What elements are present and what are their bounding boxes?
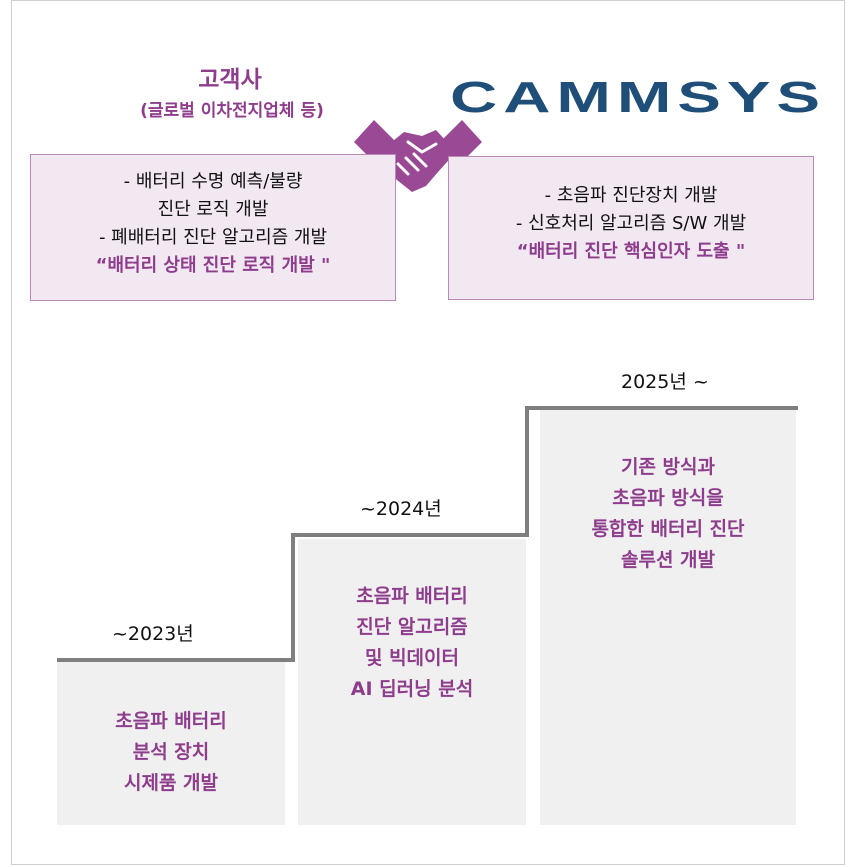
customer-role-line-1: - 배터리 수명 예측/불량: [123, 171, 303, 192]
step-2024-line: 및 빅데이터: [364, 647, 459, 669]
step-2025-line: 기존 방식과: [620, 456, 715, 478]
step-2023-line: 분석 장치: [132, 741, 210, 763]
step-2023-line: 초음파 배터리: [115, 710, 227, 732]
customer-role-line-2: 진단 로직 개발: [157, 199, 269, 220]
cammsys-role-line-2: - 신호처리 알고리즘 S/W 개발: [515, 213, 747, 234]
step-2024-line: 진단 알고리즘: [356, 616, 468, 638]
step-2025-line: 초음파 방식을: [612, 487, 724, 509]
handshake-icon: [354, 120, 482, 192]
step-2024-line: 초음파 배터리: [356, 585, 468, 607]
cammsys-role-box: - 초음파 진단장치 개발 - 신호처리 알고리즘 S/W 개발 “배터리 진단…: [448, 156, 814, 300]
customer-role-line-3: - 폐배터리 진단 알고리즘 개발: [98, 227, 328, 248]
cammsys-role-line-1: - 초음파 진단장치 개발: [544, 185, 718, 206]
step-2025-line: 솔루션 개발: [620, 549, 715, 571]
step-2025-line: 통합한 배터리 진단: [591, 518, 745, 540]
step-2024-line: AI 딥러닝 분석: [350, 678, 474, 700]
customer-role-highlight: “배터리 상태 진단 로직 개발 ": [95, 255, 331, 276]
step-2023-line: 시제품 개발: [123, 772, 218, 794]
step-2025: 기존 방식과 초음파 방식을 통합한 배터리 진단 솔루션 개발: [540, 410, 796, 825]
cammsys-logo: CAMMSYS: [450, 77, 826, 117]
year-label-2024: ~2024년: [360, 498, 442, 520]
customer-title: 고객사: [198, 67, 262, 93]
step-2023: 초음파 배터리 분석 장치 시제품 개발: [57, 662, 285, 825]
customer-subtitle: (글로벌 이차전지업체 등): [140, 101, 324, 121]
customer-role-box: - 배터리 수명 예측/불량 진단 로직 개발 - 폐배터리 진단 알고리즘 개…: [30, 154, 396, 301]
cammsys-role-highlight: “배터리 진단 핵심인자 도출 ": [516, 241, 746, 262]
year-label-2023: ~2023년: [112, 623, 194, 645]
year-label-2025: 2025년 ~: [621, 371, 709, 393]
cammsys-logo-text: CAMMSYS: [450, 77, 826, 117]
step-2024: 초음파 배터리 진단 알고리즘 및 빅데이터 AI 딥러닝 분석: [298, 539, 526, 825]
